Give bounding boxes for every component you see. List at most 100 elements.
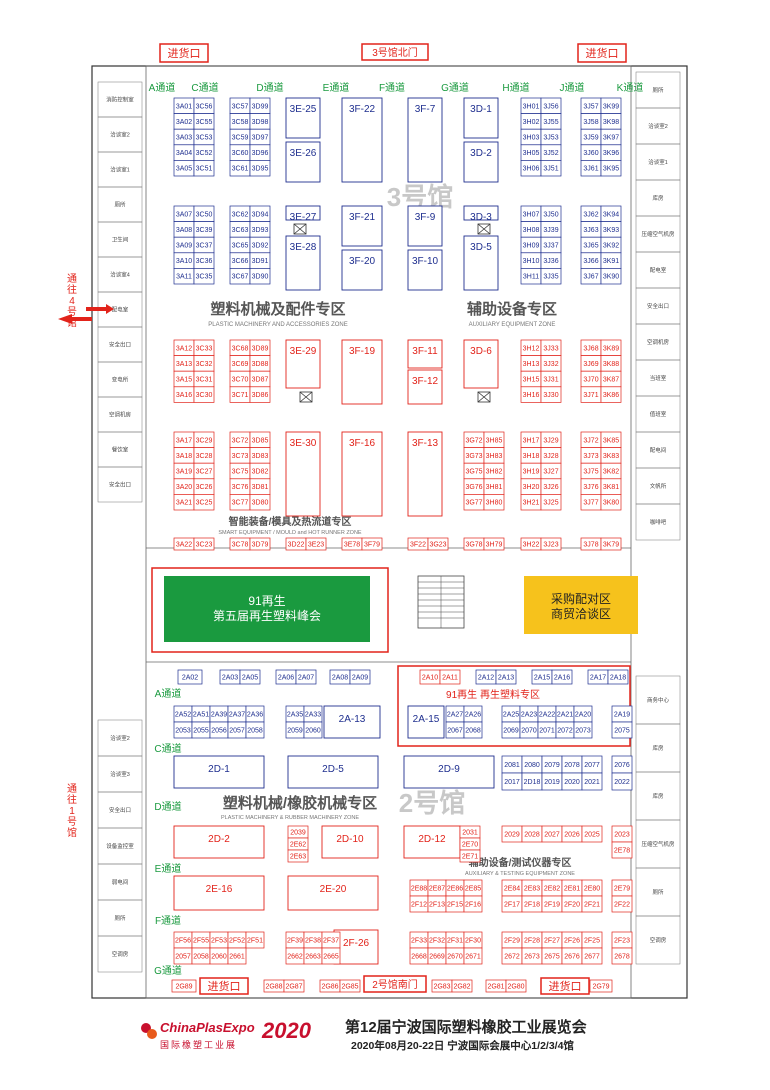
booth[interactable]: 3K96	[600, 144, 622, 161]
booth[interactable]: 2E78	[611, 841, 633, 859]
booth[interactable]: 3J69	[580, 355, 602, 372]
booth[interactable]: 3J37	[540, 236, 562, 254]
booth[interactable]: 2A07	[295, 669, 317, 685]
booth-large[interactable]: 2A-15	[407, 705, 445, 739]
booth[interactable]: 3D98	[249, 113, 271, 130]
booth[interactable]: 2G79	[589, 979, 613, 993]
booth[interactable]: 3C77	[229, 494, 251, 511]
matching-area[interactable]	[524, 576, 638, 634]
booth[interactable]: 2A23	[519, 705, 539, 723]
booth[interactable]: 2E71	[459, 849, 481, 863]
booth[interactable]: 2F52	[227, 931, 247, 949]
booth[interactable]: 3C65	[229, 236, 251, 254]
booth[interactable]: 3K87	[600, 370, 622, 388]
booth[interactable]: 2673	[521, 947, 543, 965]
booth[interactable]: 2A27	[445, 705, 465, 723]
booth[interactable]: 3J58	[580, 113, 602, 130]
booth[interactable]: 3C37	[193, 236, 215, 254]
booth[interactable]: 2A06	[275, 669, 297, 685]
booth[interactable]: 2058	[245, 721, 265, 739]
booth[interactable]: 3A01	[173, 97, 195, 114]
booth[interactable]: 2F22	[611, 895, 633, 913]
booth[interactable]: 3H80	[483, 494, 505, 511]
booth[interactable]: 2058	[191, 947, 211, 965]
booth[interactable]: 3C26	[193, 478, 215, 495]
booth[interactable]: 3D85	[249, 431, 271, 448]
booth[interactable]: 3H13	[520, 355, 542, 372]
booth[interactable]: 2A36	[245, 705, 265, 723]
booth[interactable]: 3A07	[173, 205, 195, 222]
booth[interactable]: 3D82	[249, 462, 271, 480]
booth[interactable]: 2671	[463, 947, 483, 965]
booth[interactable]: 2F38	[303, 931, 323, 949]
booth[interactable]: 2F20	[561, 895, 583, 913]
booth-large[interactable]: 3F-10	[407, 249, 443, 291]
booth[interactable]: 2F30	[463, 931, 483, 949]
booth[interactable]: 2676	[561, 947, 583, 965]
booth[interactable]: 2021	[581, 772, 603, 791]
booth[interactable]: 3D79	[249, 537, 271, 551]
booth[interactable]: 2A26	[463, 705, 483, 723]
booth[interactable]: 3D90	[249, 268, 271, 285]
booth[interactable]: 3C66	[229, 252, 251, 269]
booth[interactable]: 2A19	[611, 705, 633, 723]
booth[interactable]: 3J60	[580, 144, 602, 161]
booth[interactable]: 3J39	[540, 221, 562, 238]
booth[interactable]: 3K89	[600, 339, 622, 356]
booth[interactable]: 3H22	[520, 537, 542, 551]
booth[interactable]: 2A13	[495, 669, 517, 685]
booth[interactable]: 3C51	[193, 160, 215, 177]
booth[interactable]: 2672	[501, 947, 523, 965]
booth[interactable]: 3D89	[249, 339, 271, 356]
booth[interactable]: 2E87	[427, 879, 447, 897]
booth[interactable]: 2060	[303, 721, 323, 739]
booth[interactable]: 3A15	[173, 370, 195, 388]
booth[interactable]: 3C53	[193, 128, 215, 146]
booth[interactable]: 2G89	[171, 979, 197, 993]
booth-large[interactable]: 2D-1	[173, 755, 265, 789]
booth[interactable]: 3A02	[173, 113, 195, 130]
booth[interactable]: 3J56	[540, 97, 562, 114]
booth[interactable]: 3C33	[193, 339, 215, 356]
booth[interactable]: 2017	[501, 772, 523, 791]
booth[interactable]: 3H01	[520, 97, 542, 114]
booth[interactable]: 2A51	[191, 705, 211, 723]
booth[interactable]: 2E81	[561, 879, 583, 897]
booth-large[interactable]: 3F-20	[341, 249, 383, 291]
booth[interactable]: 3H17	[520, 431, 542, 448]
booth[interactable]: 3A21	[173, 494, 195, 511]
booth[interactable]: 2F39	[285, 931, 305, 949]
booth[interactable]: 2A02	[177, 669, 203, 685]
booth[interactable]: 3D81	[249, 478, 271, 495]
booth[interactable]: 3C72	[229, 431, 251, 448]
booth[interactable]: 3J50	[540, 205, 562, 222]
booth[interactable]: 2G83	[431, 979, 453, 993]
booth[interactable]: 3A10	[173, 252, 195, 269]
booth[interactable]: 3D86	[249, 386, 271, 403]
booth[interactable]: 2053	[173, 721, 193, 739]
booth[interactable]: 2069	[501, 721, 521, 739]
booth[interactable]: 3C25	[193, 494, 215, 511]
booth[interactable]: 3J73	[580, 447, 602, 464]
booth[interactable]: 2057	[173, 947, 193, 965]
booth-large[interactable]: 2F-26	[333, 929, 379, 965]
booth-large[interactable]: 3E-26	[285, 141, 321, 183]
booth[interactable]: 2E86	[445, 879, 465, 897]
booth[interactable]: 3H05	[520, 144, 542, 161]
booth[interactable]: 3A20	[173, 478, 195, 495]
booth[interactable]: 3K90	[600, 268, 622, 285]
booth[interactable]: 2F28	[521, 931, 543, 949]
booth[interactable]: 3K97	[600, 128, 622, 146]
booth[interactable]: 3C70	[229, 370, 251, 388]
booth[interactable]: 3J65	[580, 236, 602, 254]
booth[interactable]: 3H03	[520, 128, 542, 146]
booth[interactable]: 2075	[611, 721, 633, 739]
booth[interactable]: 3J36	[540, 252, 562, 269]
booth-large[interactable]: 3F-13	[407, 431, 443, 517]
booth[interactable]: 3C62	[229, 205, 251, 222]
booth[interactable]: 3K81	[600, 478, 622, 495]
booth[interactable]: 3C35	[193, 268, 215, 285]
booth[interactable]: 2027	[541, 825, 563, 843]
booth[interactable]: 3G75	[463, 462, 485, 480]
booth[interactable]: 3J55	[540, 113, 562, 130]
